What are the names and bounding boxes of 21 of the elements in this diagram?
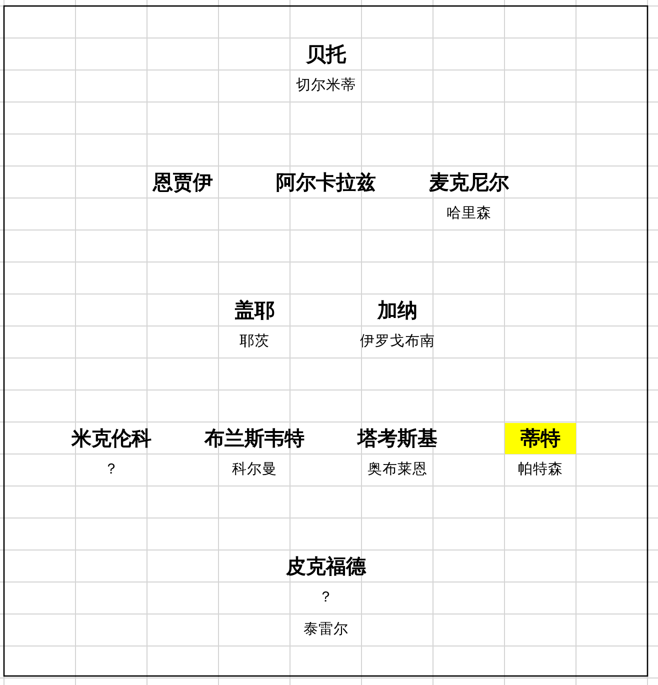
- player-name: 加纳: [377, 298, 418, 322]
- player-name: 盖耶: [234, 298, 274, 322]
- player-name: 恩贾伊: [152, 170, 213, 194]
- substitute-name: ？: [104, 461, 119, 479]
- substitute-name: 切尔米蒂: [296, 77, 356, 95]
- substitute-name: 伊罗戈布南: [360, 333, 435, 351]
- player-name: 麦克尼尔: [428, 170, 509, 194]
- substitute-name: 泰雷尔: [303, 621, 348, 639]
- substitute-name: 科尔曼: [232, 461, 277, 479]
- player-name: 布兰斯韦特: [204, 426, 304, 450]
- player-name: 米克伦科: [71, 426, 152, 450]
- substitute-name: 耶茨: [239, 333, 270, 351]
- substitute-name: 奥布莱恩: [367, 461, 428, 479]
- player-name: 贝托: [306, 42, 346, 66]
- substitute-name: ？: [318, 589, 334, 607]
- player-name: 皮克福德: [286, 554, 366, 578]
- highlighted-cell: 蒂特: [505, 422, 576, 454]
- substitute-name: 帕特森: [518, 461, 563, 479]
- player-name: 阿尔卡拉兹: [276, 170, 376, 194]
- player-name: 塔考斯基: [357, 426, 438, 450]
- substitute-name: 哈里森: [446, 205, 492, 223]
